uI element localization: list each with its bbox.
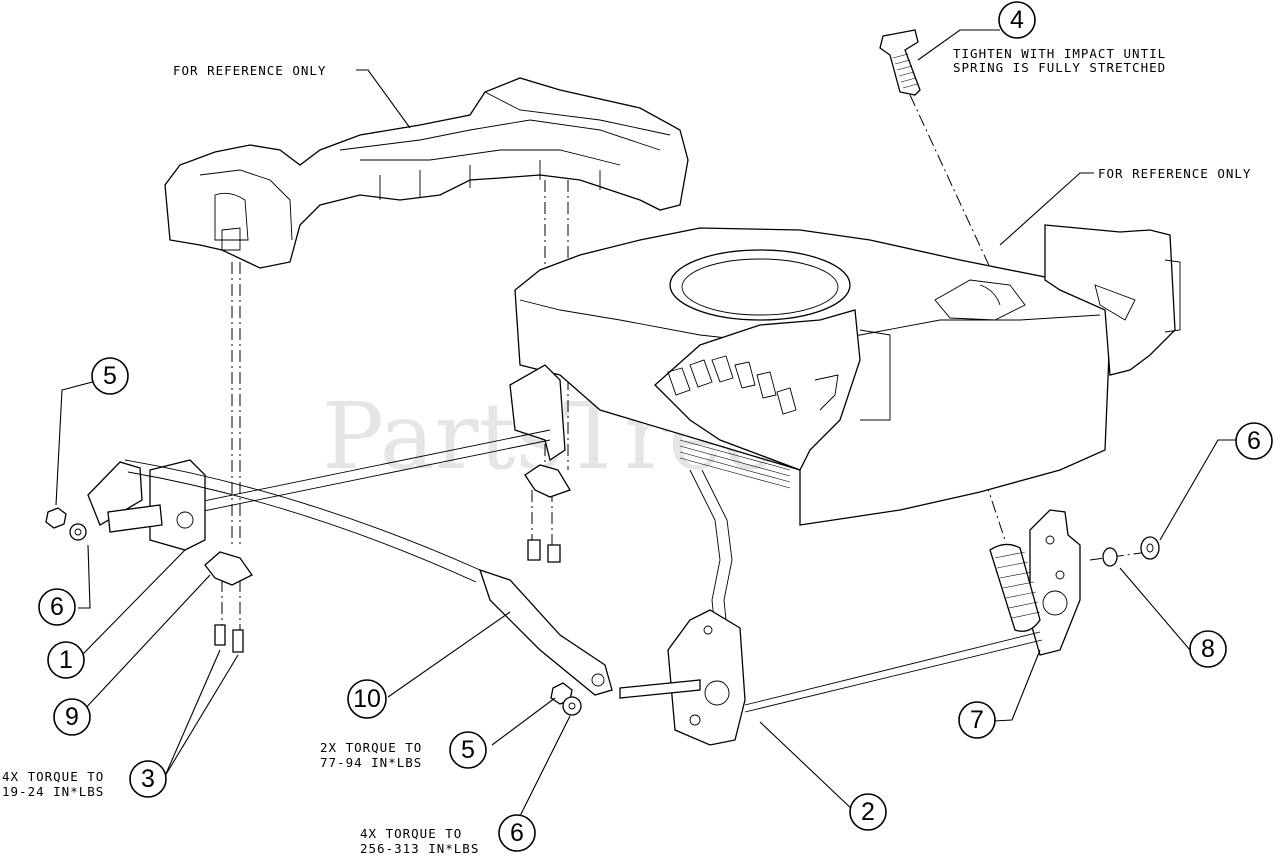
item6-note-line2: 256-313 IN*LBS <box>360 841 479 855</box>
reference-note-top-left: FOR REFERENCE ONLY <box>173 63 326 78</box>
item5-note-line1: 2X TORQUE TO <box>320 740 422 755</box>
callout-9: 9 <box>53 698 91 736</box>
reference-deck-shroud <box>164 77 689 269</box>
item3-note-line1: 4X TORQUE TO <box>2 769 104 784</box>
height-adjust-lever <box>619 469 1043 746</box>
reference-note-right: FOR REFERENCE ONLY <box>1098 166 1251 181</box>
svg-text:8: 8 <box>1201 635 1215 663</box>
svg-text:2: 2 <box>861 798 875 826</box>
item6-note-line1: 4X TORQUE TO <box>360 826 462 841</box>
spring-bolt <box>879 29 921 96</box>
svg-text:5: 5 <box>103 362 117 390</box>
svg-text:1: 1 <box>59 646 73 674</box>
svg-text:4: 4 <box>1010 6 1024 34</box>
svg-text:6: 6 <box>50 593 64 621</box>
callout-8: 8 <box>1189 630 1227 668</box>
front-axle-assembly <box>45 429 1160 716</box>
svg-text:6: 6 <box>510 819 524 847</box>
svg-text:5: 5 <box>461 736 475 764</box>
callout-3: 3 <box>129 760 167 798</box>
callout-5-left: 5 <box>91 357 129 395</box>
callout-6-left: 6 <box>38 588 76 626</box>
item4-note-line2: SPRING IS FULLY STRETCHED <box>953 60 1166 75</box>
callout-1: 1 <box>47 641 85 679</box>
item4-note-line1: TIGHTEN WITH IMPACT UNTIL <box>953 46 1166 61</box>
callout-2: 2 <box>849 793 887 831</box>
svg-text:7: 7 <box>970 706 984 734</box>
svg-text:3: 3 <box>141 765 155 793</box>
callout-10: 10 <box>347 679 387 719</box>
item5-note-line2: 77-94 IN*LBS <box>320 755 422 770</box>
svg-text:6: 6 <box>1247 427 1261 455</box>
height-adjust-bracket-right <box>989 509 1081 656</box>
callout-6-right: 6 <box>1235 422 1273 460</box>
callout-4: 4 <box>998 1 1036 39</box>
svg-text:9: 9 <box>65 703 79 731</box>
callout-5-center: 5 <box>449 731 487 769</box>
svg-text:10: 10 <box>353 685 381 713</box>
item3-note-line2: 19-24 IN*LBS <box>2 784 104 799</box>
callout-7: 7 <box>958 701 996 739</box>
mower-deck <box>509 224 1181 526</box>
callout-6-center: 6 <box>498 814 536 852</box>
